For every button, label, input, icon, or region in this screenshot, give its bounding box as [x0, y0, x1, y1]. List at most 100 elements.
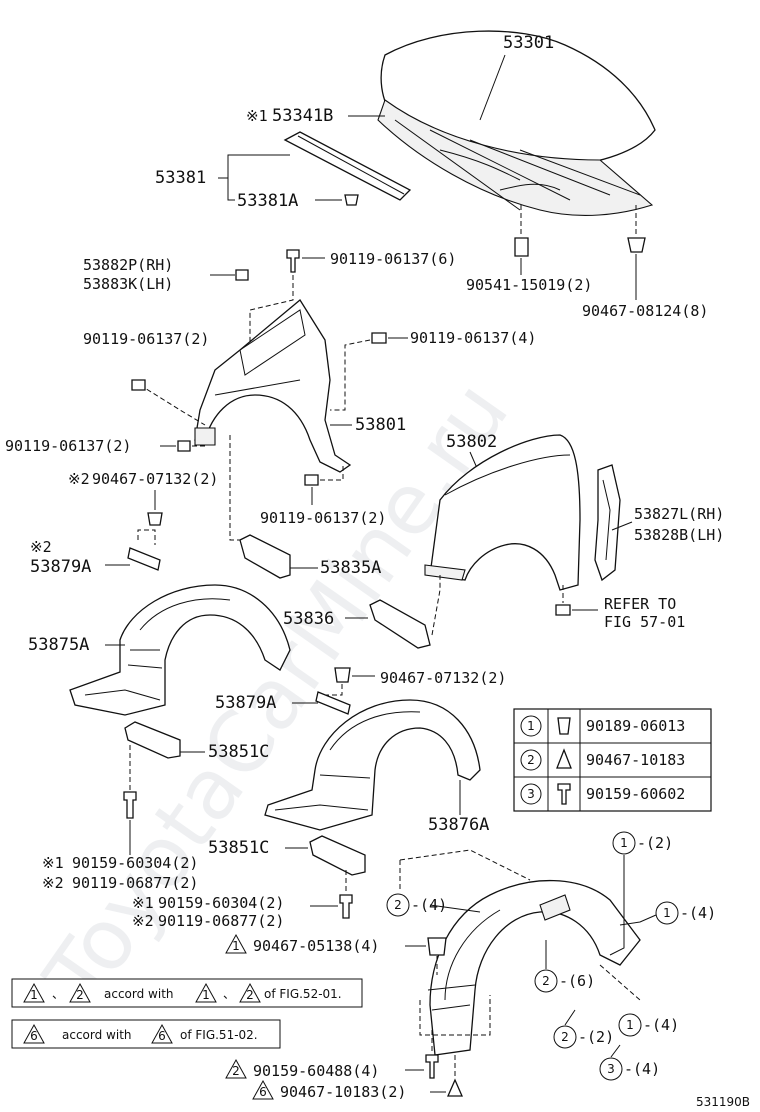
label-53381A: 53381A — [237, 191, 298, 211]
label-53827L: 53827L(RH) — [634, 505, 724, 523]
svg-text:1: 1 — [663, 906, 671, 920]
callout-2-left: 2 -(4) — [386, 893, 481, 917]
liner-53875A[interactable] — [69, 584, 291, 716]
callout-2-mid: 2 -(6) — [534, 940, 595, 993]
note-box-2: 6 accord with 6 of FIG.51-02. — [11, 1019, 281, 1049]
mark-60304-left: ※1 — [42, 854, 64, 872]
callout-2-low: 2 -(2) — [553, 1009, 614, 1049]
bracket-53835A[interactable] — [239, 534, 291, 579]
label-53883K: 53883K(LH) — [83, 275, 173, 293]
svg-text:-(2): -(2) — [578, 1028, 614, 1046]
label-90467-08124: 90467-08124(8) — [582, 302, 708, 320]
seal-53851C-right[interactable] — [309, 835, 366, 876]
label-53802: 53802 — [446, 432, 497, 452]
svg-text:-(4): -(4) — [624, 1060, 660, 1078]
label-53301: 53301 — [503, 33, 554, 53]
svg-text:1: 1 — [202, 988, 210, 1002]
bracket-53836[interactable] — [369, 599, 431, 649]
hood-53301[interactable] — [377, 30, 656, 216]
label-90467-05138: 90467-05138(4) — [253, 937, 379, 955]
figure-id: 531190B — [696, 1095, 750, 1109]
clip-10183-icon — [556, 748, 572, 769]
label-53851C-right: 53851C — [208, 838, 269, 858]
label-group-10183: 6 90467-10183(2) — [252, 1079, 406, 1101]
label-53876A: 53876A — [428, 815, 489, 835]
clip-05138-icon — [427, 937, 447, 956]
label-53801: 53801 — [355, 415, 406, 435]
label-53879A-right: 53879A — [215, 693, 276, 713]
svg-text:3: 3 — [607, 1062, 615, 1076]
callout-3-low: 3 -(4) — [599, 1044, 660, 1081]
label-53836: 53836 — [283, 609, 334, 629]
mark-06877-right: ※2 — [132, 912, 154, 930]
seal-53827L[interactable] — [594, 464, 621, 582]
svg-text:2: 2 — [232, 1064, 240, 1078]
svg-text:6: 6 — [259, 1085, 267, 1099]
svg-text:6: 6 — [30, 1029, 38, 1043]
svg-text:-(4): -(4) — [680, 904, 716, 922]
label-90119-06137-2a: 90119-06137(2) — [83, 330, 209, 348]
svg-text:-(2): -(2) — [637, 834, 673, 852]
mark-06877-left: ※2 — [42, 874, 64, 892]
label-group-05138: 1 90467-05138(4) — [225, 933, 379, 955]
svg-text:-(4): -(4) — [643, 1016, 679, 1034]
label-90119-06137-4: 90119-06137(4) — [410, 329, 536, 347]
legend-row-1: 1 90189-06013 — [520, 715, 685, 737]
label-90119-06877-left: 90119-06877(2) — [72, 874, 198, 892]
svg-text:accord with: accord with — [62, 1028, 132, 1042]
seal-53851C-left[interactable] — [124, 721, 181, 759]
svg-text:2: 2 — [76, 988, 84, 1002]
fender-53802[interactable] — [424, 434, 581, 591]
label-53882P: 53882P(RH) — [83, 256, 173, 274]
label-90159-60488: 90159-60488(4) — [253, 1062, 379, 1080]
cushion-icon — [514, 237, 529, 257]
seal-53381[interactable] — [283, 131, 412, 201]
label-53875A: 53875A — [28, 635, 89, 655]
label-90119-06137-2b: 90119-06137(2) — [5, 437, 131, 455]
svg-text:90159-60602: 90159-60602 — [586, 785, 685, 803]
bolt-lower-icon — [304, 474, 319, 486]
callout-1-low: 1 -(4) — [618, 1013, 679, 1037]
label-90119-06137-6: 90119-06137(6) — [330, 250, 456, 268]
clip-10183-low-icon — [447, 1078, 463, 1097]
hood-clip-icon — [627, 237, 646, 253]
mark-53879A: ※2 — [30, 538, 52, 556]
svg-text:accord with: accord with — [104, 987, 174, 1001]
legend-table: 1 90189-06013 2 90467-10183 3 90159-6060… — [513, 708, 712, 812]
label-53341B: 53341B — [272, 106, 333, 126]
clip-53381A-icon — [344, 194, 359, 206]
label-53879A-left: 53879A — [30, 557, 91, 577]
label-90467-07132-left: 90467-07132(2) — [92, 470, 218, 488]
label-53828B: 53828B(LH) — [634, 526, 724, 544]
fender-53801[interactable] — [194, 299, 352, 473]
label-refer-2: FIG 57-01 — [604, 613, 685, 631]
clip-07132-right-icon — [334, 667, 351, 683]
svg-text:90467-10183: 90467-10183 — [586, 751, 685, 769]
svg-text:2: 2 — [246, 988, 254, 1002]
svg-text:2: 2 — [542, 974, 550, 988]
svg-text:-(6): -(6) — [559, 972, 595, 990]
mark-53341B: ※1 — [246, 107, 268, 125]
legend-row-2: 2 90467-10183 — [520, 748, 685, 771]
svg-text:3: 3 — [527, 787, 535, 801]
svg-text:-(4): -(4) — [411, 896, 447, 914]
svg-text:1: 1 — [30, 988, 38, 1002]
callout-1-right: 1 -(4) — [619, 901, 716, 926]
svg-text:1: 1 — [620, 836, 628, 850]
svg-text:2: 2 — [527, 753, 535, 767]
svg-text:90189-06013: 90189-06013 — [586, 717, 685, 735]
bolt-left-icon — [131, 379, 146, 391]
legend-row-3: 3 90159-60602 — [520, 783, 685, 805]
callout-1-top: 1 -(2) — [609, 831, 673, 956]
liner-detail[interactable] — [427, 879, 641, 1056]
bolt-60304-right-icon — [339, 894, 353, 919]
clip-07132-left-icon — [147, 512, 163, 526]
svg-text:1: 1 — [626, 1018, 634, 1032]
svg-text:of FIG.52-01.: of FIG.52-01. — [264, 987, 342, 1001]
label-90467-07132-right: 90467-07132(2) — [380, 669, 506, 687]
label-53381: 53381 — [155, 168, 206, 188]
label-group-60488: 2 90159-60488(4) — [225, 1058, 379, 1080]
liner-53876A[interactable] — [264, 699, 481, 831]
mark-60304-right: ※1 — [132, 894, 154, 912]
